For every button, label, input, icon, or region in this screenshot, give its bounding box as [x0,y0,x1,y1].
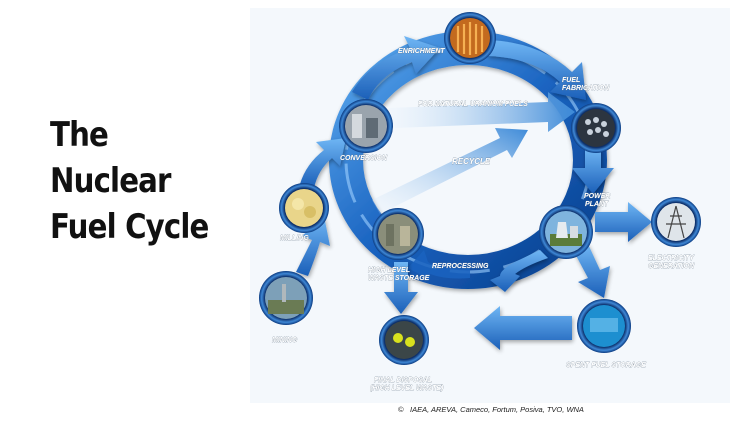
label-disposal-line-2: (HIGH LEVEL WASTE) [370,385,444,392]
node-enrichment [444,12,496,64]
label-fuel-line-2: FABRICATION [562,85,610,92]
node-spent-fuel-storage [577,299,631,353]
title-line-2: Nuclear [50,161,171,201]
label-natural-uranium: FOR NATURAL URANIUM FUELS [418,101,528,108]
arrow-fabrication-to-powerplant [572,148,614,194]
label-reprocessing: REPROCESSING [432,263,489,270]
label-electricity-line-1: ELECTRICITY [648,255,695,262]
node-high-level-waste-storage [372,208,424,260]
arrow-spentfuel-to-disposal [474,306,572,350]
node-fuel-fabrication [571,103,621,153]
node-electricity-generation [651,197,701,247]
arrow-powerplant-to-electricity [595,202,652,242]
arrow-waste-to-disposal [384,262,418,314]
label-electricity-line-2: GENERATION [648,263,695,270]
label-power-line-2: PLANT [585,201,609,208]
label-power-line-1: POWER [584,193,610,200]
node-final-disposal [379,315,429,365]
label-disposal-line-1: FINAL DISPOSAL [374,377,432,384]
arrow-enrichment-to-fabrication [488,40,586,100]
label-fuel-line-1: FUEL [562,77,580,84]
arrow-milling-to-conversion [300,138,346,188]
natural-uranium-arrow [388,92,575,132]
label-spent-fuel-storage: SPENT FUEL STORAGE [566,362,646,369]
arrow-powerplant-to-reprocessing [490,250,548,292]
label-mining: MINING [272,337,298,344]
arrow-mining-to-milling [296,216,330,276]
label-recycle: RECYCLE [452,157,491,166]
arrow-reprocessing-to-wastestorage [408,250,470,280]
node-milling [279,183,329,233]
label-waste-line-2: WASTE STORAGE [368,275,430,282]
label-milling: MILLING [280,235,309,242]
title-line-1: The [50,115,109,155]
credit-line: IAEA, AREVA, Cameco, Fortum, Posiva, TVO… [410,405,584,414]
recycle-arrow [372,128,528,214]
node-power-plant [539,205,593,259]
label-waste-line-1: HIGH LEVEL [368,267,410,274]
label-enrichment: ENRICHMENT [398,48,445,55]
label-conversion: CONVERSION [340,155,388,162]
title-line-3: Fuel Cycle [50,207,209,247]
node-conversion [339,99,393,153]
title-block: The Nuclear Fuel Cycle [50,112,250,250]
copyright-icon: © [398,405,404,414]
arrow-powerplant-to-spentfuel [572,244,610,298]
arrow-conversion-to-enrichment [352,36,440,100]
node-mining [259,271,313,325]
